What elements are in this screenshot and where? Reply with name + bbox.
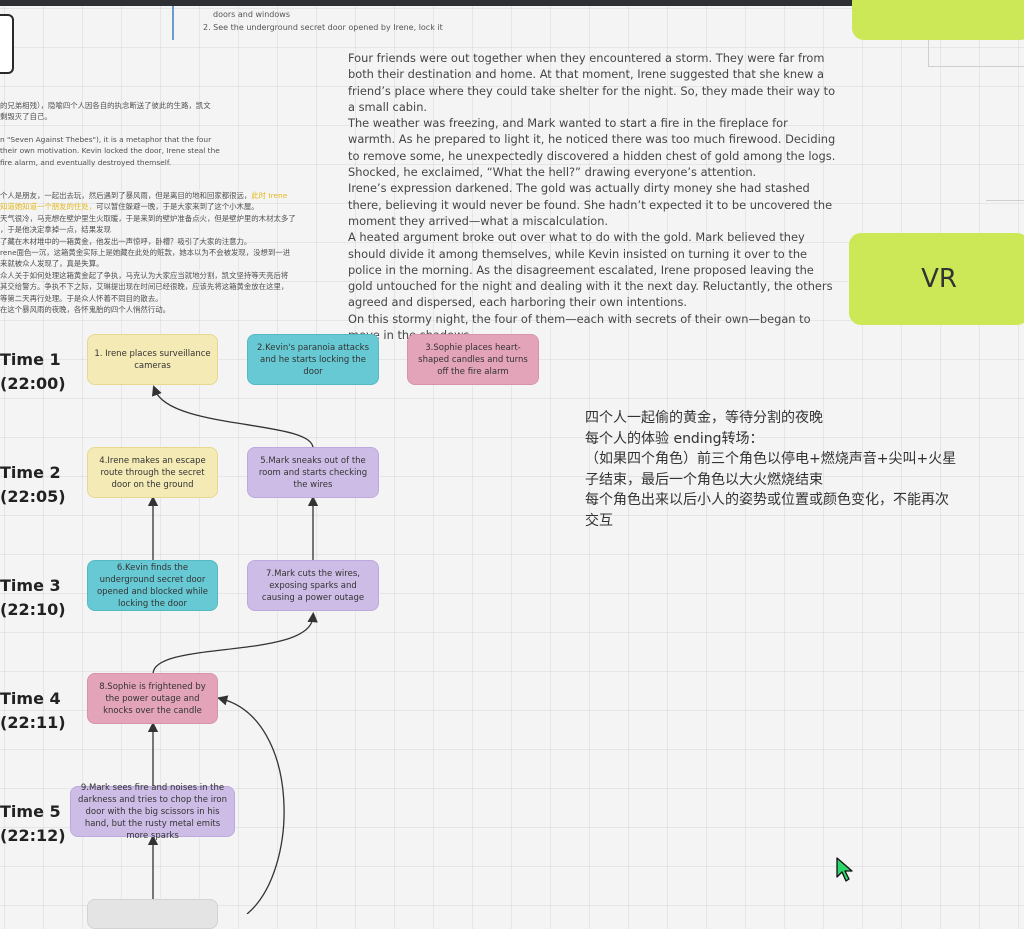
vr-label: VR (921, 264, 957, 294)
chinese-idea-block[interactable]: 四个人一起偷的黄金，等待分割的夜晚 每个人的体验 ending转场： （如果四个… (585, 408, 956, 531)
divider (986, 200, 1024, 201)
card-text: 2.Kevin's paranoia attacks and he starts… (256, 342, 369, 377)
event-card-5[interactable]: 5.Mark sneaks out of the room and starts… (247, 447, 379, 498)
time-clock: (22:11) (0, 713, 66, 732)
note-line: 剩毁灭了自己。 (0, 112, 52, 122)
note-line: 众人关于如何处理这箱黄金起了争执，马克认为大家应当就地分割，凯文坚持等天亮后将 (0, 270, 289, 280)
story-text-block[interactable]: Four friends were out together when they… (348, 50, 838, 343)
note-line: their own motivation. Kevin locked the d… (0, 146, 220, 156)
idea-line: （如果四个角色）前三个角色以停电+燃烧声音+尖叫+火星 (585, 451, 957, 467)
top-list: doors and windows 2. See the underground… (203, 8, 443, 34)
idea-line: 每个角色出来以后小人的姿势或位置或颜色变化，不能再次 (585, 492, 949, 508)
event-card-1[interactable]: 1. Irene places surveillance cameras (87, 334, 218, 385)
card-text: 3.Sophie places heart-shaped candles and… (418, 342, 528, 377)
event-card-4[interactable]: 4.Irene makes an escape route through th… (87, 447, 218, 498)
event-card-7[interactable]: 7.Mark cuts the wires, exposing sparks a… (247, 560, 379, 611)
note-line: 等第二天再行处理。于是众人怀着不同目的散去。 (0, 293, 163, 303)
time-label-2: Time 2 (22:05) (0, 461, 66, 509)
time-name: Time 3 (0, 576, 61, 595)
event-card-8[interactable]: 8.Sophie is frightened by the power outa… (87, 673, 218, 724)
card-text: 6.Kevin finds the underground secret doo… (96, 562, 209, 609)
note-line: fire alarm, and eventually destroyed the… (0, 157, 172, 167)
event-card-2[interactable]: 2.Kevin's paranoia attacks and he starts… (247, 334, 379, 385)
note-highlight: 此时 Irene (251, 191, 288, 201)
note-line: ，于是他决定拿掉一点，结果发现 (0, 225, 111, 235)
time-name: Time 4 (0, 689, 61, 708)
note-highlight: 知道她知道一个朋友的住处， (0, 202, 97, 212)
note-line: 个人是朋友，一起出去玩，然后遇到了暴风雨，但是离目的地和回家都很远，此时 Ire… (0, 190, 330, 201)
note-line: 其交给警方。争执不下之际，艾琳提出现在时间已经很晚，应该先将这箱黄金放在这里， (0, 282, 289, 292)
card-text: 1. Irene places surveillance cameras (94, 348, 211, 371)
app-top-bar (0, 0, 1024, 6)
idea-line: 交互 (585, 512, 613, 529)
arrow-5-to-1 (151, 385, 314, 449)
note-line: 知道她知道一个朋友的住处，可以暂住躲避一晚，于是大家来到了这个小木屋。 (0, 201, 330, 212)
card-text: 7.Mark cuts the wires, exposing sparks a… (261, 568, 365, 603)
note-text: 个人是朋友，一起出去玩，然后遇到了暴风雨，但是离目的地和回家都很远， (0, 191, 252, 201)
story-paragraph: Irene’s expression darkened. The gold wa… (348, 181, 833, 228)
arrow-loop-to-8 (216, 695, 285, 914)
story-paragraph: A heated argument broke out over what to… (348, 230, 833, 310)
idea-line: 子结束，最后一个角色以大火燃烧结束 (585, 471, 823, 488)
idea-line: 每个人的体验 ending转场： (585, 430, 764, 447)
event-card-6[interactable]: 6.Kevin finds the underground secret doo… (87, 560, 218, 611)
event-card-3[interactable]: 3.Sophie places heart-shaped candles and… (407, 334, 539, 385)
time-label-1: Time 1 (22:00) (0, 348, 66, 396)
quote-bar (172, 6, 178, 40)
sticky-note-vr[interactable]: VR (849, 233, 1024, 325)
event-card-9[interactable]: 9.Mark sees fire and noises in the darkn… (70, 783, 235, 841)
time-label-3: Time 3 (22:10) (0, 574, 66, 622)
time-name: Time 1 (0, 350, 61, 369)
divider (928, 40, 929, 66)
divider (928, 66, 1024, 67)
story-paragraph: Four friends were out together when they… (348, 51, 836, 114)
idea-line: 四个人一起偷的黄金，等待分割的夜晚 (585, 410, 823, 426)
top-list-item-1-tail: doors and windows (213, 10, 290, 19)
note-text: 可以暂住躲避一晚，于是大家来到了这个小木屋。 (96, 202, 259, 212)
time-clock: (22:05) (0, 487, 66, 506)
note-line: n "Seven Against Thebes"), it is a metap… (0, 134, 212, 144)
story-paragraph: The weather was freezing, and Mark wante… (348, 116, 836, 180)
note-line: 来就被众人发现了，真是失算。 (0, 259, 104, 269)
time-name: Time 5 (0, 802, 61, 821)
card-text: 8.Sophie is frightened by the power outa… (99, 681, 206, 716)
time-clock: (22:10) (0, 600, 66, 619)
sticky-note-top[interactable] (852, 0, 1024, 40)
note-line: 了藏在木材堆中的一箱黄金，他发出一声惊呼，卧槽？吸引了大家的注意力。 (0, 236, 252, 246)
time-clock: (22:12) (0, 826, 66, 845)
card-text: 4.Irene makes an escape route through th… (99, 455, 206, 490)
note-line: 天气很冷，马克想在壁炉里生火取暖，于是来到的壁炉准备点火，但是壁炉里的木材太多了 (0, 213, 296, 223)
chinese-notes-block[interactable]: 的兄弟相残），隐喻四个人因各自的执念断送了彼此的生路，凯文 剩毁灭了自己。 n … (0, 100, 330, 316)
cursor-icon (836, 857, 853, 882)
frame-handle[interactable] (0, 14, 14, 74)
time-name: Time 2 (0, 463, 61, 482)
note-line: rene面色一沉，这箱黄金实际上是她藏在此处的赃款，她本以为不会被发现，没想到一… (0, 248, 291, 258)
card-text: 5.Mark sneaks out of the room and starts… (258, 455, 368, 490)
event-card-next[interactable] (87, 899, 218, 929)
time-label-5: Time 5 (22:12) (0, 800, 66, 848)
time-clock: (22:00) (0, 374, 66, 393)
note-line: 的兄弟相残），隐喻四个人因各自的执念断送了彼此的生路，凯文 (0, 101, 211, 110)
top-list-item-2: 2. See the underground secret door opene… (203, 23, 443, 32)
arrow-8-to-7 (152, 611, 318, 675)
note-line: 在这个暴风雨的夜晚，各怀鬼胎的四个人悄然行动。 (0, 305, 170, 315)
card-text: 9.Mark sees fire and noises in the darkn… (78, 782, 227, 841)
time-label-4: Time 4 (22:11) (0, 687, 66, 735)
